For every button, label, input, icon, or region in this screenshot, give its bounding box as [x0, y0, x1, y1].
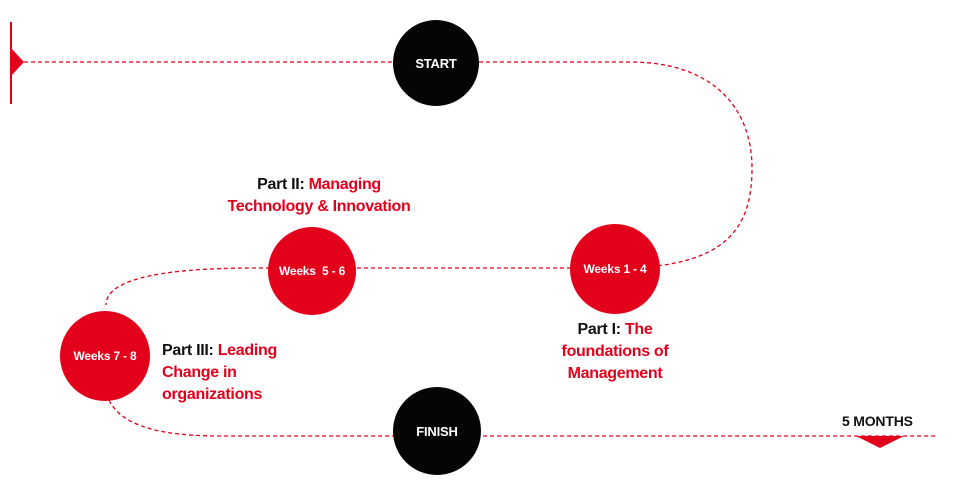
- duration-label: 5 MONTHS: [842, 413, 913, 429]
- stage-1-part: Part I:: [577, 321, 622, 338]
- stage-2-description: Part II: Managing Technology & Innovatio…: [208, 174, 430, 218]
- route-line: [24, 61, 938, 437]
- stage-3-title-line-1: Leading: [217, 342, 278, 359]
- stage-3-part: Part III:: [162, 342, 214, 359]
- stage-2-title-line-2: Technology & Innovation: [227, 198, 411, 215]
- stage-2-node: Weeks 5 - 6: [268, 227, 356, 315]
- stage-3-title-line-3: organizations: [162, 386, 263, 403]
- finish-label: FINISH: [416, 423, 458, 439]
- stage-2-part: Part II:: [257, 176, 305, 193]
- start-marker-arrow: [11, 48, 24, 76]
- start-label: START: [415, 55, 457, 71]
- stage-1-description: Part I: The foundations of Management: [548, 319, 682, 385]
- stage-1-title-line-2: foundations of: [561, 343, 669, 360]
- end-marker-arrow: [856, 436, 904, 448]
- stage-3-description: Part III: Leading Change in organization…: [162, 340, 312, 406]
- stage-3-node: Weeks 7 - 8: [60, 311, 150, 401]
- stage-1-title-line-3: Management: [567, 365, 663, 382]
- stage-3-weeks: Weeks 7 - 8: [73, 349, 137, 363]
- stage-2-title-line-1: Managing: [308, 176, 382, 193]
- stage-1-title-line-1: The: [624, 321, 653, 338]
- start-node: START: [393, 20, 479, 106]
- stage-1-weeks: Weeks 1 - 4: [583, 262, 647, 276]
- stage-3-title-line-2: Change in: [162, 364, 237, 381]
- stage-2-weeks: Weeks 5 - 6: [278, 264, 346, 278]
- stage-1-node: Weeks 1 - 4: [570, 224, 660, 314]
- finish-node: FINISH: [393, 387, 481, 475]
